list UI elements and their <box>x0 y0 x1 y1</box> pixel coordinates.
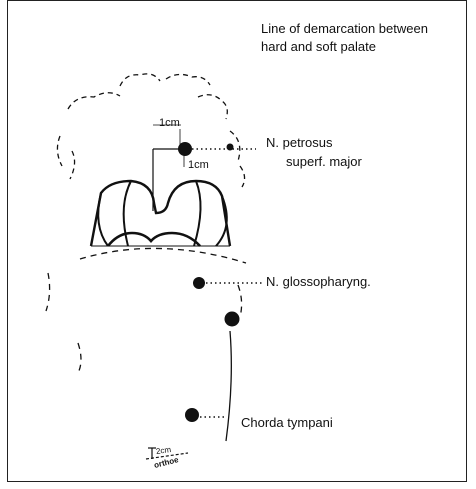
tonsil-curve <box>226 331 231 441</box>
point-petrosus <box>178 142 192 156</box>
diagram-frame: Line of demarcation between hard and sof… <box>7 0 467 482</box>
measure-horizontal-label: 1cm <box>188 158 209 172</box>
palate-illustration <box>8 1 466 481</box>
upper-teeth-outline <box>57 74 244 187</box>
demarcation-label-line1: Line of demarcation between <box>261 21 428 38</box>
point-glossopharyngeal <box>193 277 205 289</box>
scale-value-label: 2cm <box>155 445 171 457</box>
petrosus-label-line1: N. petrosus <box>266 135 332 152</box>
measure-vertical-label: 1cm <box>159 116 180 130</box>
demarcation-label-line2: hard and soft palate <box>261 39 376 56</box>
soft-palate-outline <box>46 248 246 373</box>
molar-block <box>91 181 230 246</box>
point-chorda <box>185 408 199 422</box>
point-glossopharyngeal-lower <box>225 312 240 327</box>
point-petrosus-small <box>227 144 234 151</box>
glossopharyngeal-label: N. glossopharyng. <box>266 274 371 291</box>
chorda-label: Chorda tympani <box>241 415 333 432</box>
petrosus-label-line2: superf. major <box>286 154 362 171</box>
